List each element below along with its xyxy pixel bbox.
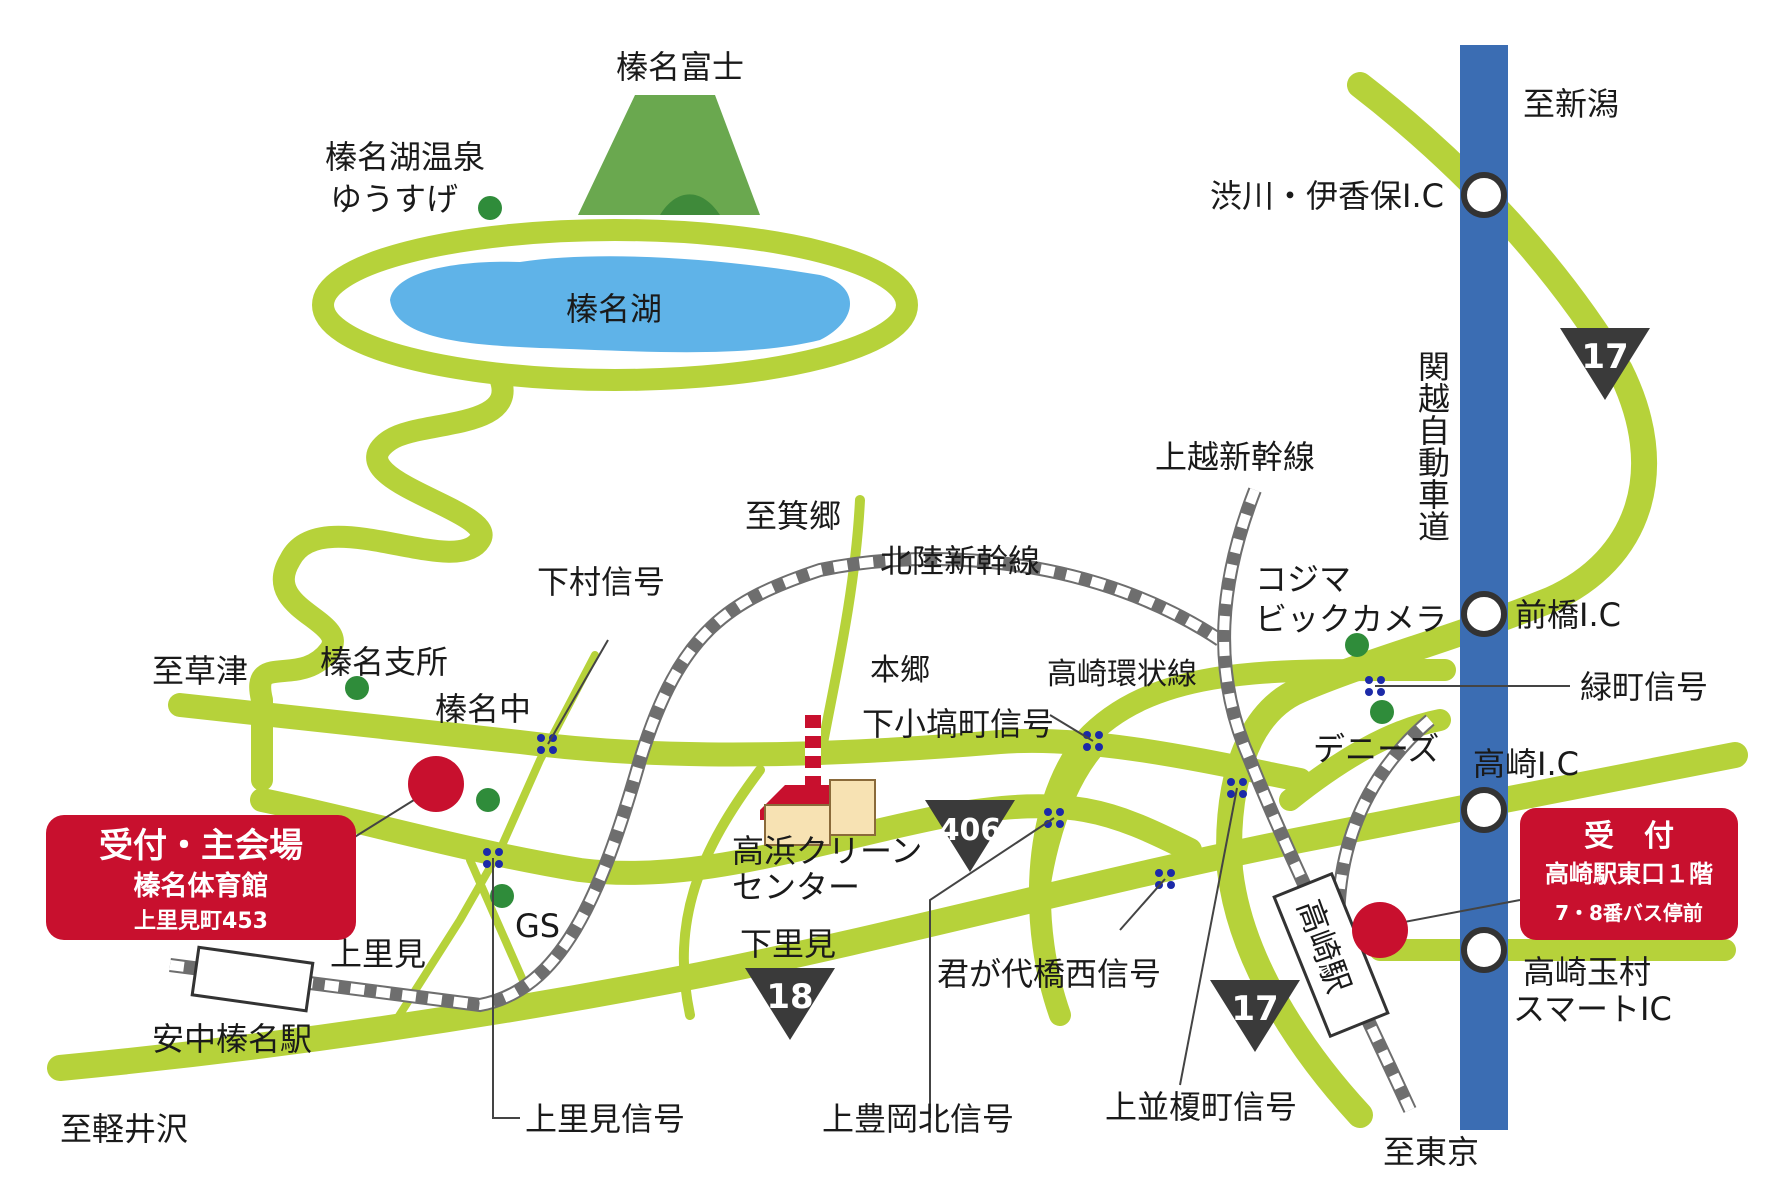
- label-dennys: デニーズ: [1313, 730, 1439, 768]
- signal-kaminamienoki: [1227, 778, 1247, 798]
- rail-joetsu-ties: [1219, 488, 1415, 1113]
- label-kojima-line1: コジマ: [1255, 560, 1351, 598]
- label-joetsu-shinkansen: 上越新幹線: [1155, 438, 1315, 476]
- lake-ring-road: [312, 219, 918, 391]
- label-kimigayo-signal: 君が代橋西信号: [937, 955, 1161, 993]
- takasaki-ic-circle: [1461, 787, 1507, 833]
- label-gs: GS: [515, 907, 560, 945]
- signal-dots: [483, 676, 1385, 889]
- lake-label: 榛名湖: [566, 290, 662, 328]
- shibukawa-ic-circle: [1461, 172, 1507, 218]
- route-18-badge: 18: [745, 968, 835, 1040]
- signal-kamisatomi: [483, 848, 503, 868]
- maebashi-ic-circle: [1461, 591, 1507, 637]
- route-18-number: 18: [766, 977, 813, 1017]
- label-karuizawa: 至軽井沢: [60, 1110, 188, 1148]
- main-venue-address: 上里見町453: [134, 909, 268, 934]
- road-route-upper: [168, 693, 1312, 792]
- label-niigata: 至新潟: [1523, 85, 1619, 123]
- label-annaka-haruna-station: 安中榛名駅: [152, 1020, 312, 1058]
- tamamura-ic-circle: [1461, 927, 1507, 973]
- label-haruna-branch: 榛名支所: [320, 643, 448, 681]
- reception-line2: 7・8番バス停前: [1555, 901, 1703, 925]
- road-kamisatomi-branch: [466, 856, 529, 989]
- signal-midoricho: [1365, 676, 1385, 696]
- label-tamamura-line2: スマートIC: [1513, 990, 1672, 1028]
- road-takahama-branch: [678, 765, 765, 1020]
- label-hongo: 本郷: [870, 653, 930, 688]
- label-shimosatomi: 下里見: [740, 925, 836, 963]
- place-labels: 至草津 榛名支所 榛名中 下村信号 至箕郷 北陸新幹線 本郷 下小塙町信号 高崎…: [60, 85, 1708, 1171]
- onsen-label-line1: 榛名湖温泉: [325, 138, 485, 176]
- route-17-south-number: 17: [1231, 989, 1278, 1029]
- label-kojima-line2: ビックカメラ: [1255, 600, 1447, 638]
- label-kusatsu: 至草津: [152, 652, 248, 690]
- label-kamisatomi: 上里見: [330, 935, 426, 973]
- rail-hokuriku-ties: [169, 553, 1223, 1011]
- route-17-south-badge: 17: [1210, 980, 1300, 1052]
- main-venue-box: 受付・主会場 榛名体育館 上里見町453: [46, 815, 356, 940]
- mountain-label: 榛名富士: [616, 48, 744, 86]
- label-midoricho-signal: 緑町信号: [1580, 668, 1708, 706]
- route-17-north-number: 17: [1581, 337, 1628, 377]
- mountain-shape: [578, 95, 760, 215]
- label-tamamura-line1: 高崎玉村: [1523, 953, 1651, 991]
- label-takasaki-ic: 高崎I.C: [1473, 745, 1579, 783]
- annaka-haruna-station-building: [190, 945, 315, 1013]
- main-venue-title: 受付・主会場: [99, 826, 303, 866]
- gs-poi-dot: [490, 884, 514, 908]
- label-minowa: 至箕郷: [745, 497, 841, 535]
- road-jct-406: [1032, 737, 1108, 918]
- label-maebashi-ic: 前橋I.C: [1515, 596, 1621, 634]
- main-venue-marker: [408, 756, 464, 812]
- label-shimomura-signal: 下村信号: [537, 563, 665, 601]
- label-haruna-junior-high: 榛名中: [435, 690, 531, 728]
- rail-station-branch-ties: [1333, 716, 1434, 961]
- route-17-north-badge: 17: [1560, 328, 1650, 400]
- road-minowa: [815, 495, 865, 765]
- label-hokuriku-shinkansen: 北陸新幹線: [880, 542, 1040, 580]
- dennys-poi-dot: [1370, 700, 1394, 724]
- label-takasaki-ring: 高崎環状線: [1047, 657, 1197, 692]
- reception-line1: 高崎駅東口１階: [1545, 860, 1713, 888]
- road-takasaki-ring: [1028, 659, 1456, 1026]
- haruna-branch-poi-dot: [345, 676, 369, 700]
- lake-shape: [390, 256, 850, 353]
- factory-icon: [760, 715, 876, 846]
- main-venue-name: 榛名体育館: [134, 870, 269, 902]
- signal-kamitoyooka: [1044, 808, 1064, 828]
- route-406-badge: 406: [925, 800, 1015, 872]
- road-route-17-east: [1216, 72, 1658, 1128]
- label-shibukawa-ic: 渋川・伊香保I.C: [1210, 177, 1444, 215]
- label-kamitoyooka-signal: 上豊岡北信号: [822, 1100, 1014, 1138]
- reception-marker: [1352, 902, 1408, 958]
- label-takahama-line1: 高浜クリーン: [732, 832, 922, 870]
- onsen-label-line2: ゆうすげ: [330, 180, 458, 218]
- label-kanetsu: 関越自動車道: [1413, 350, 1451, 542]
- winding-mountain-road: [249, 367, 514, 791]
- reception-box: 受 付 高崎駅東口１階 7・8番バス停前: [1520, 808, 1738, 940]
- haruna-junior-high-poi-dot: [476, 788, 500, 812]
- interchange-circles: [1461, 172, 1507, 973]
- label-tokyo: 至東京: [1383, 1133, 1479, 1171]
- signal-kimigayo: [1155, 869, 1175, 889]
- label-kaminamienoki-signal: 上並榎町信号: [1105, 1088, 1297, 1126]
- onsen-poi-dot: [478, 196, 502, 220]
- route-406-number: 406: [939, 813, 1002, 848]
- label-takahama-line2: センター: [732, 868, 860, 906]
- label-shimokozuka-signal: 下小塙町信号: [862, 705, 1054, 743]
- reception-title: 受 付: [1584, 819, 1674, 854]
- kojima-poi-dot: [1345, 633, 1369, 657]
- label-kamisatomi-signal: 上里見信号: [525, 1100, 685, 1138]
